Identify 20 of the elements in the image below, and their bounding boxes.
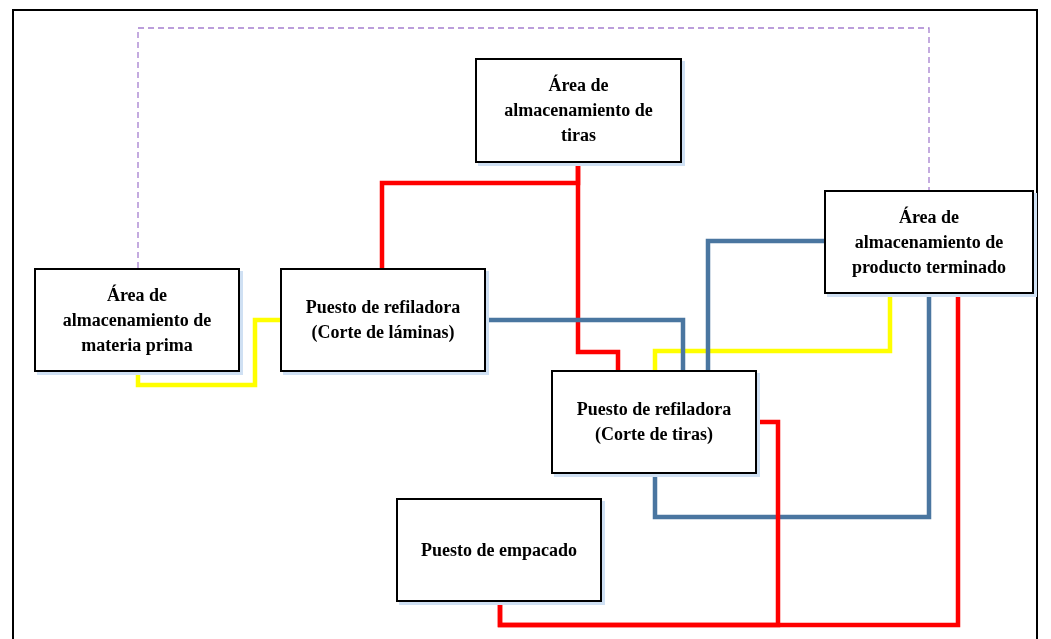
area-box	[34, 268, 240, 372]
connector-line	[575, 163, 621, 370]
dashed-connector	[137, 27, 930, 269]
box-label: Puesto de empacado	[421, 538, 577, 562]
area-box	[824, 190, 1034, 294]
box-label: Área de almacenamiento de tiras	[503, 73, 654, 147]
area-box	[475, 58, 682, 163]
box-label: Puesto de refiladora (Corte de láminas)	[304, 296, 462, 344]
connector-line	[652, 294, 893, 370]
area-box	[551, 370, 757, 474]
connector-line	[135, 317, 280, 388]
connector-line	[497, 294, 961, 628]
connector-line	[486, 317, 686, 370]
area-box	[280, 268, 486, 372]
area-box	[396, 498, 602, 602]
connector-line	[705, 238, 824, 370]
box-label: Área de almacenamiento de producto terminado	[850, 205, 1008, 279]
connector-line	[652, 294, 932, 520]
box-label: Área de almacenamiento de materia prima	[61, 283, 213, 357]
box-label: Puesto de refiladora (Corte de tiras)	[575, 398, 733, 446]
